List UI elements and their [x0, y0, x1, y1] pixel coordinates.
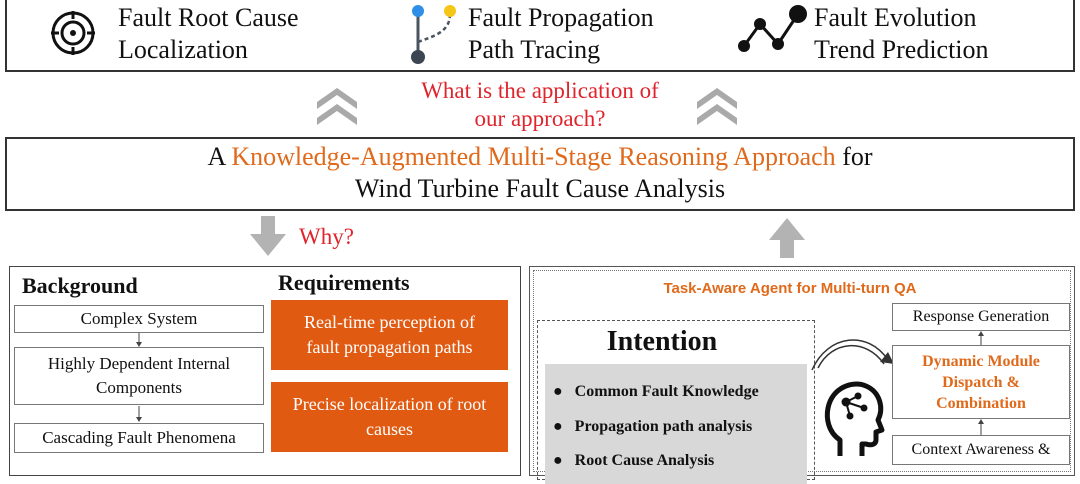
- arrow-up-small-icon: [978, 419, 984, 435]
- application-question-line2: our approach?: [474, 106, 606, 131]
- page-title-line1: A Knowledge-Augmented Multi-Stage Reason…: [5, 142, 1075, 172]
- module-context-awareness: Context Awareness &: [892, 435, 1070, 465]
- applications-panel: [5, 0, 1075, 72]
- intention-heading: Intention: [606, 326, 718, 357]
- trend-line-icon: [738, 5, 807, 52]
- bullet-dot-icon: ●: [553, 383, 563, 400]
- module-response-generation: Response Generation: [892, 303, 1070, 331]
- app-root-cause-line2: Localization: [118, 35, 248, 64]
- intention-item: ● Propagation path analysis: [553, 418, 753, 435]
- intention-item: ● Root Cause Analysis: [553, 452, 715, 469]
- agent-title: Task-Aware Agent for Multi-turn QA: [663, 280, 917, 297]
- app-evolution-line1: Fault Evolution: [814, 3, 977, 32]
- background-item-complex-system: Complex System: [14, 305, 264, 333]
- module-dynamic-dispatch: Dynamic Module Dispatch & Combination: [892, 345, 1070, 419]
- intention-item: ● Common Fault Knowledge: [553, 383, 759, 400]
- target-icon: [51, 11, 95, 55]
- app-propagation-line1: Fault Propagation: [468, 3, 654, 32]
- app-evolution-line2: Trend Prediction: [814, 35, 989, 64]
- arrow-up-small-icon: [978, 331, 984, 345]
- double-chevron-up-icon: [317, 88, 357, 125]
- bullet-dot-icon: ●: [553, 452, 563, 469]
- title-highlight: Knowledge-Augmented Multi-Stage Reasonin…: [231, 142, 836, 171]
- application-question-line1: What is the application of: [421, 78, 659, 103]
- path-tree-icon: [411, 5, 456, 64]
- requirements-heading: Requirements: [278, 270, 410, 295]
- background-item-dependent-components: Highly Dependent Internal Components: [14, 347, 264, 405]
- app-root-cause-line1: Fault Root Cause: [118, 3, 299, 32]
- background-item-cascading-fault: Cascading Fault Phenomena: [14, 423, 264, 453]
- app-propagation-line2: Path Tracing: [468, 35, 601, 64]
- arrow-down-small-icon: [136, 406, 142, 422]
- title-prefix: A: [207, 142, 232, 171]
- arrow-down-icon: [250, 216, 286, 256]
- title-panel: [5, 137, 1075, 211]
- curved-arrow-icon: [811, 339, 894, 371]
- bullet-dot-icon: ●: [553, 418, 563, 435]
- why-question: Why?: [299, 224, 354, 249]
- arrow-down-small-icon: [136, 333, 142, 347]
- title-suffix: for: [835, 142, 873, 171]
- brain-head-icon: [824, 381, 885, 456]
- background-heading: Background: [22, 273, 138, 298]
- arrow-up-icon: [769, 218, 805, 258]
- requirement-root-cause-localization: Precise localization of root causes: [271, 382, 508, 452]
- page-title-line2: Wind Turbine Fault Cause Analysis: [354, 174, 726, 203]
- double-chevron-up-icon: [697, 88, 737, 125]
- requirement-realtime-perception: Real-time perception of fault propagatio…: [271, 300, 508, 370]
